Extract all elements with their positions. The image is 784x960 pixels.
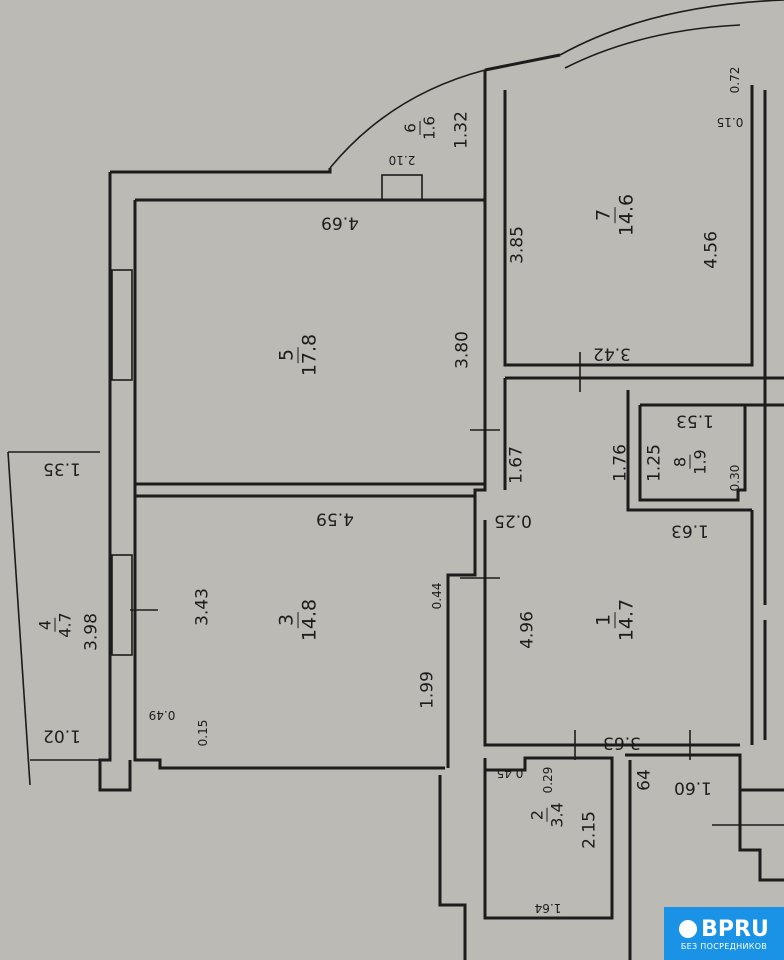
room-area: 4.7: [55, 612, 75, 638]
dimension-label: 3.80: [452, 331, 473, 369]
room-number: 7: [592, 206, 616, 224]
dimension-label: 0.30: [728, 464, 742, 492]
room-number: 5: [275, 346, 299, 364]
dimension-label: 0.44: [430, 582, 444, 610]
dimension-label: 1.99: [417, 671, 438, 709]
dimension-label: 1.67: [506, 446, 527, 484]
dimension-label: 3.63: [603, 732, 641, 753]
bpru-logo: BPRU БЕЗ ПОСРЕДНИКОВ: [664, 907, 784, 960]
dimension-label: 4.59: [316, 508, 354, 529]
room-area: 14.7: [615, 598, 638, 642]
dimension-label: 1.32: [451, 111, 472, 149]
dimension-label: 0.49: [148, 708, 176, 722]
dimension-label: 1.53: [676, 410, 714, 431]
room-area: 14.8: [298, 598, 321, 642]
dimension-label: 1.35: [43, 458, 81, 479]
room-area: 3.4: [547, 802, 567, 828]
dimension-label: 3.85: [507, 226, 528, 264]
dimension-label: 0.15: [196, 719, 210, 747]
dimension-label: 2.10: [388, 153, 416, 167]
room-area: 1.9: [690, 449, 710, 475]
dimension-label: 1.02: [43, 725, 81, 746]
people-icon: [679, 920, 698, 938]
room-number: 3: [275, 611, 299, 629]
room-number: 8: [670, 454, 691, 470]
dimension-label: 1.25: [644, 444, 665, 482]
logo-tagline: БЕЗ ПОСРЕДНИКОВ: [680, 941, 768, 951]
dimension-label: 1.60: [674, 777, 712, 798]
dimension-label: 2.15: [579, 811, 600, 849]
dimension-label: 1.64: [534, 901, 562, 915]
logo-name: BPRU: [701, 916, 769, 942]
room-area: 14.6: [615, 193, 638, 237]
room-area: 17.8: [298, 333, 321, 377]
dimension-label: 0.45: [496, 766, 524, 780]
room-number: 4: [35, 617, 56, 633]
dimension-label: 4.96: [517, 611, 538, 649]
dimension-label: 3.98: [81, 613, 102, 651]
dimension-label: 4.56: [701, 231, 722, 269]
room-number: 1: [592, 611, 616, 629]
dimension-label: 0.72: [728, 66, 742, 94]
dimension-label: 64: [634, 769, 655, 791]
dimension-label: 0.29: [541, 766, 555, 794]
dimension-label: 4.69: [321, 212, 359, 233]
room-number: 6: [401, 121, 421, 135]
room-area: 1.6: [420, 116, 439, 140]
dimension-label: 1.63: [671, 520, 709, 541]
dimension-label: 3.43: [192, 588, 213, 626]
dimension-label: 3.42: [593, 343, 631, 364]
room-number: 2: [527, 807, 548, 823]
dimension-label: 0.15: [716, 115, 744, 129]
dimension-label: 0.25: [494, 510, 532, 531]
dimension-label: 1.76: [610, 444, 631, 482]
